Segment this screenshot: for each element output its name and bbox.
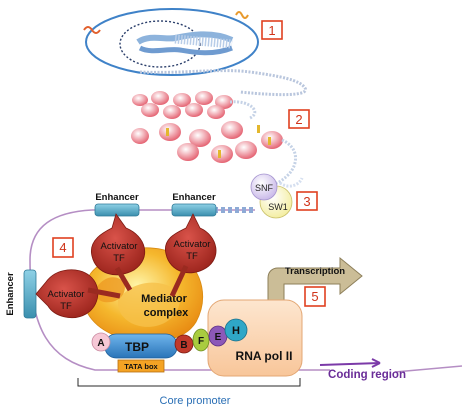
step-box-4: 4: [52, 237, 74, 258]
factor-e-label: E: [215, 332, 222, 343]
factor-h-label: H: [232, 325, 240, 337]
factor-f: [192, 328, 210, 352]
activator-tf-left-side: Activator TF: [35, 269, 121, 319]
factor-a: [91, 332, 111, 352]
activator-1-line2: TF: [113, 253, 125, 264]
activator-2-line1: Activator: [174, 239, 211, 250]
snf-label: SNF: [255, 183, 274, 193]
activator-3-line1: Activator: [48, 289, 85, 300]
enhancer-top-right: Enhancer: [171, 192, 217, 217]
transcription-label: Transcription: [285, 266, 345, 277]
step-3-label: 3: [303, 194, 310, 209]
tbp-label: TBP: [125, 340, 149, 354]
rna-pol-label: RNA pol II: [236, 349, 293, 363]
factor-h: [224, 318, 248, 342]
step-box-2: 2: [288, 109, 310, 129]
enhancer-top-right-label: Enhancer: [172, 192, 216, 203]
factor-f-label: F: [198, 336, 204, 347]
mediator-label-line2: complex: [144, 307, 190, 319]
coding-region: Coding region: [319, 358, 406, 381]
activator-3-line2: TF: [60, 301, 72, 312]
enhancer-top-left-label: Enhancer: [95, 192, 139, 203]
factor-a-label: A: [97, 338, 104, 349]
enhancer-side: Enhancer: [5, 269, 37, 319]
rna-polymerase-ii: RNA pol II: [207, 299, 303, 377]
chromosome-illustration: [83, 8, 307, 97]
nucleosome-coil: [131, 91, 304, 188]
coding-region-label: Coding region: [328, 369, 406, 381]
activator-2-line2: TF: [186, 251, 198, 262]
factor-b-label: B: [180, 340, 187, 351]
enhancer-top-left: Enhancer: [94, 192, 140, 217]
swi-label: SW1: [268, 202, 288, 212]
enhancer-side-label: Enhancer: [5, 272, 16, 316]
activator-tf-left-top: Activator TF: [90, 213, 146, 292]
mediator-label-line1: Mediator: [141, 293, 188, 305]
step-box-3: 3: [296, 191, 318, 211]
step-4-label: 4: [59, 240, 66, 255]
factor-b: [174, 334, 194, 354]
step-5-label: 5: [311, 289, 318, 304]
tata-box: [117, 359, 165, 373]
step-box-5: 5: [304, 286, 326, 307]
core-promoter-bracket: Core promoter: [77, 378, 301, 407]
step-1-label: 1: [268, 23, 275, 38]
general-transcription-factors: TBP A B F E H TATA box: [91, 318, 248, 373]
swi-snf-complex: SNF SW1: [250, 173, 293, 219]
activator-tf-right-top: Activator TF: [164, 213, 217, 298]
transcription-arrow: Transcription: [267, 256, 363, 303]
step-2-label: 2: [295, 112, 302, 127]
activator-1-line1: Activator: [101, 241, 138, 252]
tata-box-label: TATA box: [124, 362, 158, 371]
core-promoter-label: Core promoter: [160, 395, 231, 407]
step-box-1: 1: [261, 20, 283, 40]
